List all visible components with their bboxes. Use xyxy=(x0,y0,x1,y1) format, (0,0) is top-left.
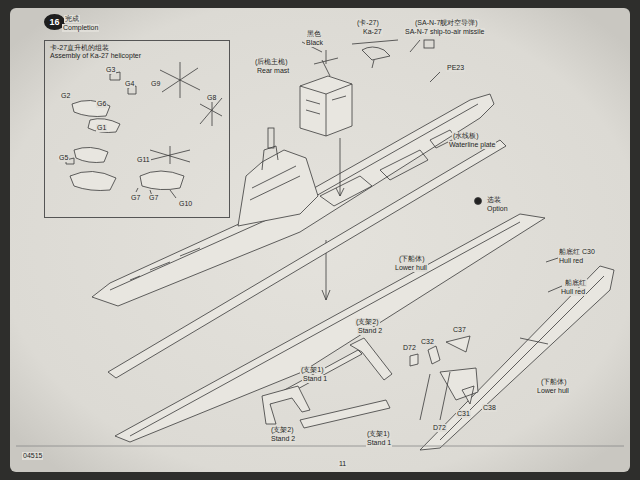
callout-label: Hull red xyxy=(558,257,584,265)
part-number: C37 xyxy=(452,326,467,334)
callout-label: Hull red xyxy=(560,288,586,296)
superstructure-detail xyxy=(250,146,300,200)
callout-label: Stand 1 xyxy=(366,439,392,447)
stand xyxy=(350,338,392,380)
step-number: 16 xyxy=(49,17,59,27)
part-number: D72 xyxy=(432,424,447,432)
part-number: G11 xyxy=(136,156,151,164)
callout-label: 船底红 C30 xyxy=(558,248,596,256)
callout-label: 04515 xyxy=(22,452,43,460)
callout-label: (支架2) xyxy=(270,426,295,434)
small-parts xyxy=(410,336,478,404)
part-number: G4 xyxy=(124,80,135,88)
inset-box: 卡-27直升机的组装Assembly of Ka-27 helicopter xyxy=(44,40,230,218)
part-number: G3 xyxy=(105,66,116,74)
part-number: C38 xyxy=(482,404,497,412)
helicopter-part xyxy=(66,72,136,164)
lower-hull-option xyxy=(420,266,614,450)
callout-label: Lower hull xyxy=(394,264,428,272)
callout-label: Option xyxy=(486,205,509,213)
leader-line xyxy=(302,40,440,82)
stand xyxy=(262,386,310,424)
part-number: D72 xyxy=(402,344,417,352)
callout-label: 完成 xyxy=(64,15,80,23)
callout-label: (SA-N-7舰对空导弹) xyxy=(414,19,479,27)
callout-label: Lower hull xyxy=(536,387,570,395)
part-number: G8 xyxy=(206,94,217,102)
callout-label: Waterline plate xyxy=(448,141,496,149)
rotor xyxy=(160,62,222,126)
part-number: G1 xyxy=(96,124,107,132)
callout-label: (后桅主桅) xyxy=(254,58,289,66)
hull-detail xyxy=(440,276,604,440)
part-number: G9 xyxy=(150,80,161,88)
drawing xyxy=(16,40,624,450)
part-number: C31 xyxy=(456,410,471,418)
missile-launcher xyxy=(424,40,434,48)
callout-label: 选装 xyxy=(486,196,502,204)
callout-label: (下船体) xyxy=(540,378,568,386)
part-number: G7 xyxy=(130,194,141,202)
rear-mast-detail xyxy=(300,84,352,136)
part-number: G6 xyxy=(96,100,107,108)
part-number: C32 xyxy=(420,338,435,346)
callout-label: Completion xyxy=(62,24,99,32)
mast-top xyxy=(314,50,338,76)
callout-label: Ka-27 xyxy=(362,28,383,36)
callout-label: Stand 2 xyxy=(357,327,383,335)
callout-label: Stand 1 xyxy=(302,375,328,383)
callout-label: Stand 2 xyxy=(270,435,296,443)
stand xyxy=(300,400,390,428)
hull-line xyxy=(130,222,520,436)
fore-mast xyxy=(268,128,274,148)
footer-rule xyxy=(16,446,624,447)
part-number: G10 xyxy=(178,200,193,208)
callout-label: 黑色 xyxy=(306,30,322,38)
part-number: PE23 xyxy=(446,64,465,72)
callout-label: (支架1) xyxy=(366,430,391,438)
part-number: G5 xyxy=(58,154,69,162)
callout-label: 船底红 xyxy=(564,279,587,287)
callout-label: (支架1) xyxy=(300,366,325,374)
part-number: G2 xyxy=(60,92,71,100)
leader-line xyxy=(420,372,450,420)
assembly-arrow xyxy=(322,138,344,300)
inset-heading: 卡-27直升机的组装 xyxy=(50,44,224,52)
paper xyxy=(10,8,630,472)
deck-detail xyxy=(130,248,200,280)
callout-label: (水线板) xyxy=(452,132,480,140)
helicopter-part xyxy=(70,100,120,190)
callout-label: (卡-27) xyxy=(356,19,380,27)
helicopter-assembled xyxy=(140,146,190,190)
callout-label: Rear mast xyxy=(256,67,290,75)
inset-heading: Assembly of Ka-27 helicopter xyxy=(50,52,224,60)
option-mark xyxy=(475,198,482,205)
callout-label: Black xyxy=(305,39,324,47)
part-number: G7 xyxy=(148,194,159,202)
callout-label: 11 xyxy=(338,460,347,468)
rear-mast xyxy=(300,76,352,136)
superstructure xyxy=(238,150,318,226)
callout-label: (支架2) xyxy=(355,318,380,326)
helicopter xyxy=(352,40,398,68)
callout-label: SA-N-7 ship-to-air missile xyxy=(404,28,485,36)
callout-label: (下船体) xyxy=(398,255,426,263)
